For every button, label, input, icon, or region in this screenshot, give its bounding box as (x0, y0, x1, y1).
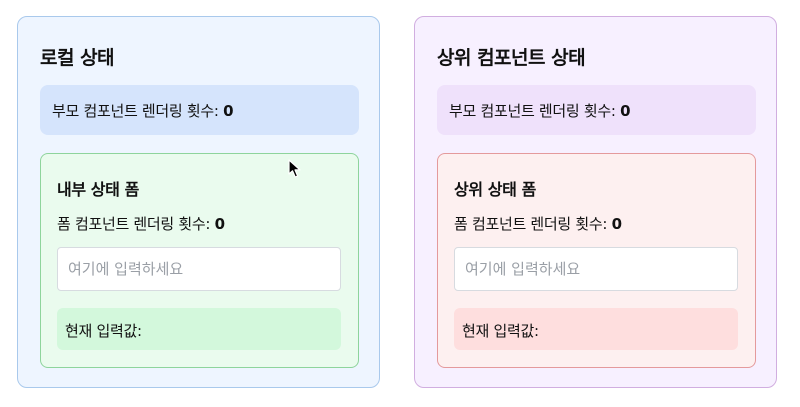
mouse-pointer-icon (288, 159, 301, 178)
local-state-form: 내부 상태 폼 폼 컴포넌트 렌더링 횟수: 0 현재 입력값: (40, 153, 359, 368)
panel-title: 상위 컴포넌트 상태 (437, 47, 586, 69)
current-value-label: 현재 입력값: (462, 322, 539, 340)
form-render-count: 0 (214, 215, 225, 233)
parent-render-label: 부모 컴포넌트 렌더링 횟수: (449, 102, 621, 120)
parent-render-count: 0 (223, 102, 234, 120)
local-state-panel: 로컬 상태 부모 컴포넌트 렌더링 횟수: 0 내부 상태 폼 폼 컴포넌트 렌… (17, 16, 380, 388)
panel-title: 로컬 상태 (40, 47, 115, 69)
parent-render-label: 부모 컴포넌트 렌더링 횟수: (52, 102, 224, 120)
form-title: 상위 상태 폼 (454, 180, 536, 199)
local-text-input[interactable] (57, 247, 341, 291)
parent-state-form: 상위 상태 폼 폼 컴포넌트 렌더링 횟수: 0 현재 입력값: (437, 153, 756, 368)
form-title: 내부 상태 폼 (57, 180, 139, 199)
current-value-display: 현재 입력값: (454, 308, 738, 350)
form-render-label: 폼 컴포넌트 렌더링 횟수: (454, 215, 612, 233)
parent-text-input[interactable] (454, 247, 738, 291)
form-render-counter: 폼 컴포넌트 렌더링 횟수: 0 (57, 213, 225, 234)
parent-render-counter: 부모 컴포넌트 렌더링 횟수: 0 (40, 85, 359, 135)
form-render-counter: 폼 컴포넌트 렌더링 횟수: 0 (454, 213, 622, 234)
current-value-display: 현재 입력값: (57, 308, 341, 350)
parent-render-counter: 부모 컴포넌트 렌더링 횟수: 0 (437, 85, 756, 135)
parent-render-count: 0 (620, 102, 631, 120)
current-value-label: 현재 입력값: (65, 322, 142, 340)
form-render-label: 폼 컴포넌트 렌더링 횟수: (57, 215, 215, 233)
parent-state-panel: 상위 컴포넌트 상태 부모 컴포넌트 렌더링 횟수: 0 상위 상태 폼 폼 컴… (414, 16, 777, 388)
form-render-count: 0 (611, 215, 622, 233)
